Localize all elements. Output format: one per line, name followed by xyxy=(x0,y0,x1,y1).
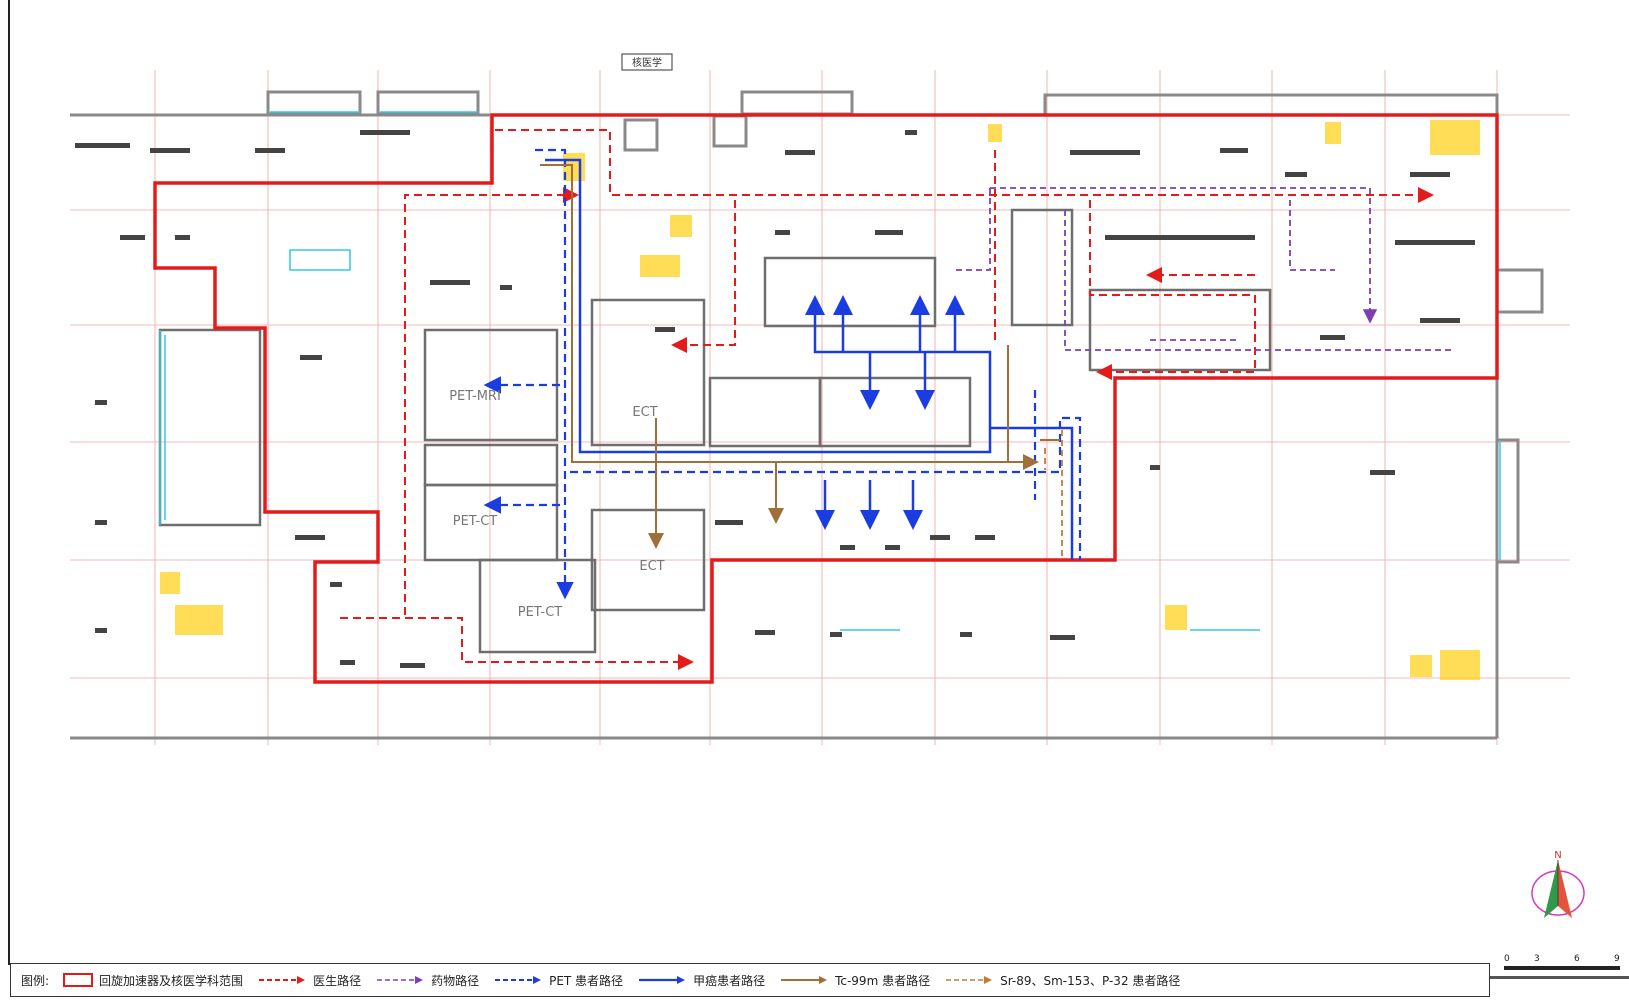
scale-label-3: 3 xyxy=(1534,954,1540,964)
grid-lines xyxy=(70,70,1570,745)
legend-swatch-thyroid-path xyxy=(639,976,686,984)
page-left-border xyxy=(8,0,10,965)
legend-label: 药物路径 xyxy=(431,973,480,988)
legend-swatch-boundary xyxy=(63,973,94,987)
legend-item-sr89-path: Sr-89、Sm-153、P-32 患者路径 xyxy=(944,972,1180,989)
pet-patient-path xyxy=(483,148,1082,600)
legend-label: PET 患者路径 xyxy=(549,973,624,988)
north-arrow-icon: N xyxy=(1531,850,1585,918)
scale-label-0: 0 xyxy=(1504,954,1510,964)
legend-item-pet-path: PET 患者路径 xyxy=(493,972,623,989)
cyan-fixtures xyxy=(159,111,1501,631)
legend-title: 图例: xyxy=(21,973,50,988)
legend-label: 回旋加速器及核医学科范围 xyxy=(99,973,244,988)
scale-bar: 0 3 6 9 xyxy=(1490,954,1629,979)
legend-label: Tc-99m 患者路径 xyxy=(835,973,931,988)
thyroid-patient-path xyxy=(545,158,1074,560)
legend-label: 甲癌患者路径 xyxy=(693,973,766,988)
nuclear-medicine-boundary xyxy=(153,113,1499,684)
legend: 图例: 回旋加速器及核医学科范围 医生路径 药物路径 PET 患者路 xyxy=(10,963,1490,997)
room-label-pet-ct-1: PET-CT xyxy=(453,514,498,529)
svg-text:核医学: 核医学 xyxy=(632,56,662,69)
legend-swatch-drug-path xyxy=(377,976,424,984)
legend-item-tc99m-path: Tc-99m 患者路径 xyxy=(779,972,930,989)
tc99m-patient-path xyxy=(540,164,1060,549)
legend-swatch-doctor-path xyxy=(259,976,306,984)
title-box: 核医学 xyxy=(621,53,673,71)
north-label: N xyxy=(1554,850,1561,861)
scale-label-9: 9 xyxy=(1614,954,1620,964)
legend-item-boundary: 回旋加速器及核医学科范围 xyxy=(63,972,243,989)
legend-label: Sr-89、Sm-153、P-32 患者路径 xyxy=(1000,973,1181,988)
building-walls xyxy=(70,90,1544,740)
sr89-patient-path xyxy=(1044,430,1063,560)
legend-swatch-sr89-path xyxy=(946,976,993,984)
small-room-labels xyxy=(75,130,1475,668)
legend-item-drug-path: 药物路径 xyxy=(375,972,479,989)
room-label-ect-2: ECT xyxy=(639,559,664,574)
yellow-elevators xyxy=(160,120,1480,680)
drug-path xyxy=(955,187,1455,351)
scale-label-6: 6 xyxy=(1574,954,1580,964)
room-label-pet-mri: PET-MRI xyxy=(449,389,501,404)
legend-item-doctor-path: 医生路径 xyxy=(257,972,361,989)
legend-item-thyroid-path: 甲癌患者路径 xyxy=(637,972,765,989)
legend-label: 医生路径 xyxy=(313,973,362,988)
legend-swatch-pet-path xyxy=(495,976,542,984)
inner-rooms xyxy=(158,208,1272,654)
doctor-path xyxy=(340,129,1434,670)
room-label-ect-1: ECT xyxy=(632,405,657,420)
room-label-pet-ct-2: PET-CT xyxy=(518,605,563,620)
floor-plan-drawing: 核医学 PET-MRI PET-CT PET-CT ECT ECT xyxy=(70,53,1570,745)
legend-swatch-tc99m-path xyxy=(781,976,828,984)
